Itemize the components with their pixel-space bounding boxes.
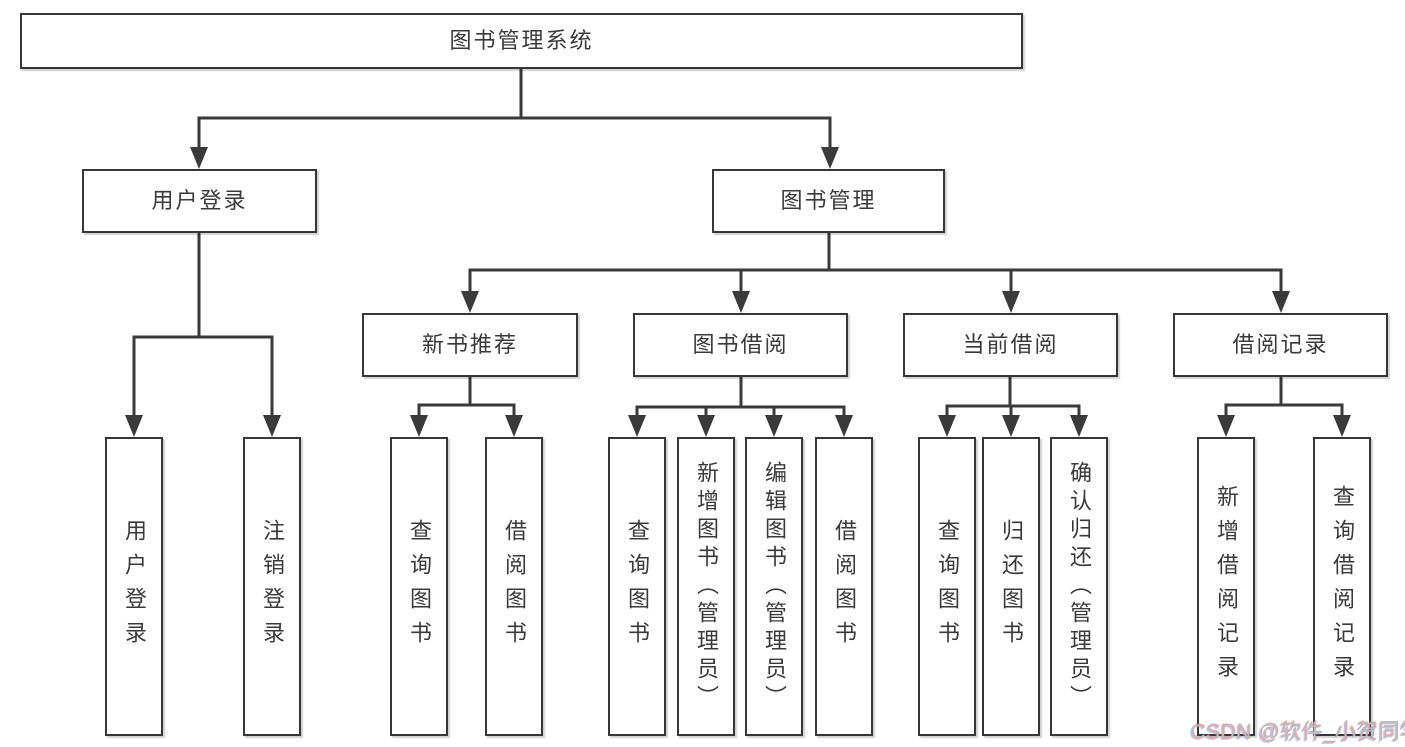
node-current-borrowing: 当前借阅: [903, 313, 1118, 377]
leaf-query-borrow-record: 查询借阅记录: [1313, 437, 1371, 736]
arrow-down-icon: [1002, 415, 1020, 437]
arrow-down-icon: [1217, 415, 1235, 437]
leaf-query-books-borrowing: 查询图书: [608, 437, 666, 736]
leaf-borrow-books-newrec: 借阅图书: [485, 437, 543, 736]
arrow-down-icon: [1272, 291, 1290, 313]
arrow-down-icon: [765, 415, 783, 437]
arrow-down-icon: [1070, 415, 1088, 437]
arrow-down-icon: [821, 147, 839, 169]
node-new-book-recommend: 新书推荐: [362, 313, 578, 377]
arrow-down-icon: [125, 415, 143, 437]
arrow-down-icon: [835, 415, 853, 437]
node-user-login: 用户登录: [82, 169, 317, 233]
arrow-down-icon: [1002, 291, 1020, 313]
csdn-watermark: CSDN @软件_小贺同学: [1190, 721, 1405, 744]
node-book-borrowing: 图书借阅: [633, 313, 848, 377]
node-system-root: 图书管理系统: [20, 13, 1023, 69]
arrow-down-icon: [1333, 415, 1351, 437]
leaf-return-books: 归还图书: [982, 437, 1040, 736]
leaf-query-books-current: 查询图书: [918, 437, 976, 736]
arrow-down-icon: [190, 147, 208, 169]
leaf-add-borrow-record: 新增借阅记录: [1197, 437, 1255, 736]
arrow-down-icon: [697, 415, 715, 437]
arrow-down-icon: [410, 415, 428, 437]
leaf-add-books-admin: 新增图书（管理员）: [677, 437, 735, 736]
node-book-management: 图书管理: [712, 169, 945, 233]
arrow-down-icon: [938, 415, 956, 437]
connector-lines: [132, 69, 1344, 416]
leaf-query-books-newrec: 查询图书: [390, 437, 448, 736]
leaf-confirm-return-admin: 确认归还（管理员）: [1050, 437, 1108, 736]
leaf-logout: 注销登录: [243, 437, 301, 736]
arrow-down-icon: [263, 415, 281, 437]
node-borrowing-records: 借阅记录: [1173, 313, 1388, 377]
leaf-edit-books-admin: 编辑图书（管理员）: [745, 437, 803, 736]
leaf-borrow-books-borrowing: 借阅图书: [815, 437, 873, 736]
arrow-down-icon: [732, 291, 750, 313]
arrowheads: [125, 147, 1351, 437]
arrow-down-icon: [628, 415, 646, 437]
arrow-down-icon: [461, 291, 479, 313]
arrow-down-icon: [505, 415, 523, 437]
leaf-user-login: 用户登录: [105, 437, 163, 736]
